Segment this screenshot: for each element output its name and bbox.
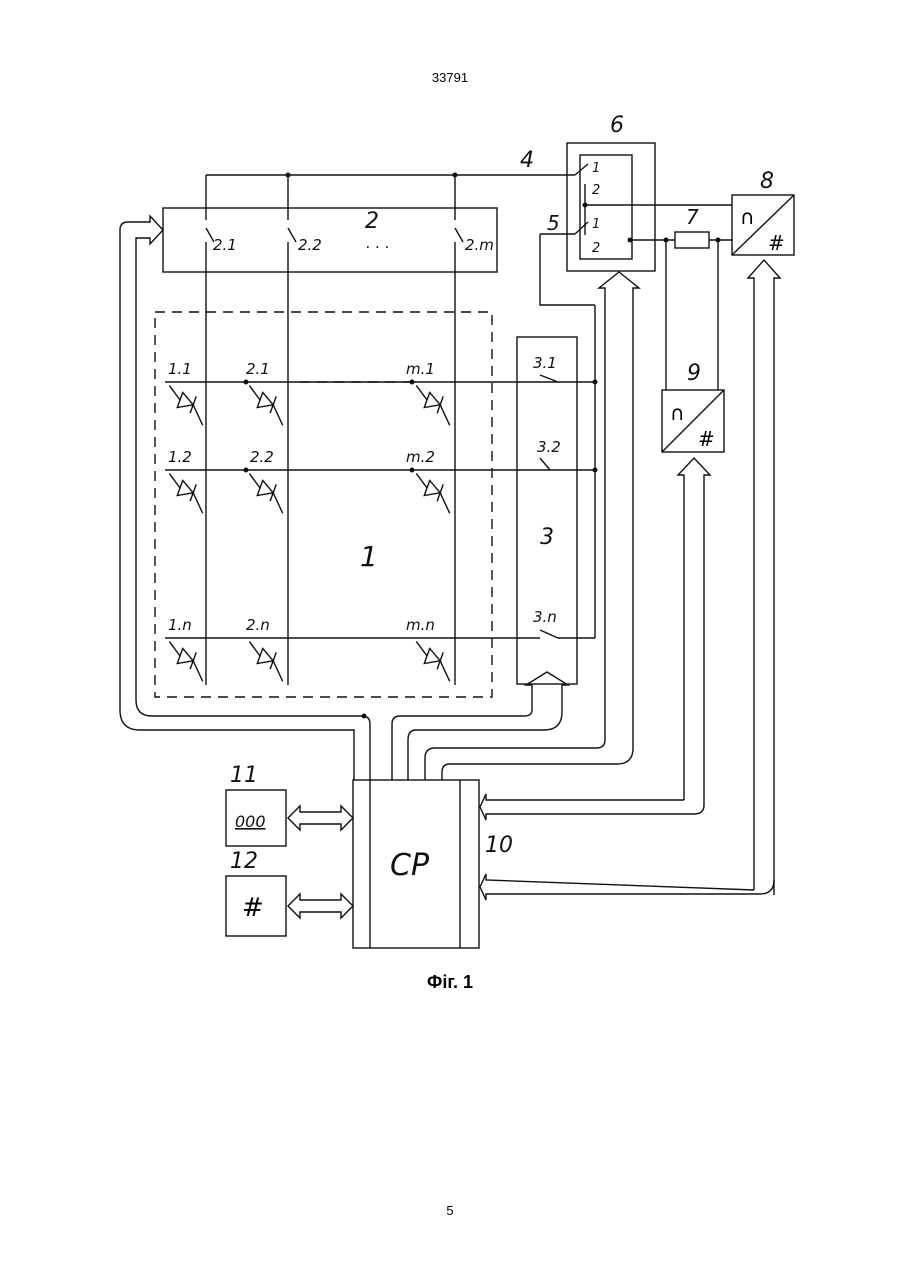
label-sw-2-dots: . . . [366,234,390,252]
bus-cp-to-block3-outer [408,712,562,780]
node [593,380,598,385]
switch-6-lower [575,222,588,234]
bus-9-into-cp [480,794,704,820]
arrow-11-cp [288,806,353,830]
label-sw-3-2: 3.2 [537,438,561,456]
diode-m-1 [407,385,458,425]
node [453,173,458,178]
label-sw-3-n: 3.n [533,608,557,626]
label-sw-3-1: 3.1 [533,354,557,372]
block-3 [517,337,577,684]
label-line-5: 5 [547,211,560,235]
diode-m-n [407,641,458,681]
bus-8-into-cp [480,874,774,900]
node [362,714,367,719]
circuit-figure: 2.1 2.2 . . . 2.m 2 1 1.1 2.1 m.1 1.2 2.… [100,100,800,960]
node [244,380,249,385]
label-diode-2-n: 2.n [246,616,270,634]
adc-8-digital-icon: # [768,231,785,255]
bus-cp-to-block3 [392,710,532,780]
arrow-9-to-cp [678,458,710,805]
label-diode-1-2: 1.2 [168,448,192,466]
bus-cp-to-block6-outer [442,748,633,780]
switch-6-upper [575,164,588,175]
label-block-6: 6 [610,113,624,138]
diode-2-2 [240,473,291,513]
label-block-11: 11 [230,763,258,788]
label-block-8: 8 [760,169,774,194]
label-diode-m-2: m.2 [406,448,435,466]
arrow-to-block-6 [599,272,639,748]
label-sw6-b1: 1 [592,217,600,232]
page-number: 5 [0,1203,900,1218]
label-block-3: 3 [540,525,554,550]
circuit-diagram: 2.1 2.2 . . . 2.m 2 1 1.1 2.1 m.1 1.2 2.… [100,100,800,960]
patent-number: 33791 [0,70,900,85]
node [410,380,415,385]
label-diode-2-2: 2.2 [250,448,274,466]
label-sw-2-m: 2.m [465,236,494,254]
display-11-readout: 000 [235,812,266,831]
label-sw6-a2: 2 [592,183,600,198]
node [410,468,415,473]
label-resistor-7: 7 [686,205,699,229]
block-6-inner [580,155,632,259]
adc-8-analog-icon: ∩ [740,205,755,229]
node [244,468,249,473]
label-line-4: 4 [520,148,534,173]
arrow-to-block-3 [526,672,568,712]
resistor-7 [675,232,709,248]
label-block-12: 12 [230,849,258,874]
diode-2-1 [240,385,291,425]
switch-3-2 [540,458,550,470]
switch-3-1 [540,375,558,382]
label-diode-m-1: m.1 [406,360,435,378]
node [628,238,633,243]
diode-1-2 [160,473,211,513]
keypad-12-icon: # [242,893,264,923]
label-sw-2-1: 2.1 [213,236,237,254]
label-diode-2-1: 2.1 [246,360,270,378]
label-sw6-b2: 2 [592,241,600,256]
switch-3-n [540,630,558,638]
diode-m-2 [407,473,458,513]
label-cpu: CP [390,848,430,883]
label-diode-1-1: 1.1 [168,360,192,378]
diode-1-n [160,641,211,681]
label-sw6-a1: 1 [592,161,600,176]
diode-2-n [240,641,291,681]
label-diode-m-n: m.n [406,616,435,634]
bus-cp-to-block6 [425,740,605,780]
switch-2-2 [288,228,296,242]
diode-1-1 [160,385,211,425]
label-block-9: 9 [687,361,701,386]
adc-9-digital-icon: # [698,427,715,451]
label-block-1: 1 [360,540,378,573]
figure-caption: Фіг. 1 [0,972,900,993]
label-block-10: 10 [485,833,513,858]
arrow-to-block-2 [120,216,163,710]
label-diode-1-n: 1.n [168,616,192,634]
node [286,173,291,178]
arrow-8-to-cp [748,260,780,895]
arrow-12-cp [288,894,353,918]
switch-2-m [455,228,463,242]
label-sw-2-2: 2.2 [298,236,322,254]
adc-9-analog-icon: ∩ [670,401,685,425]
label-block-2: 2 [365,209,379,234]
node [593,468,598,473]
